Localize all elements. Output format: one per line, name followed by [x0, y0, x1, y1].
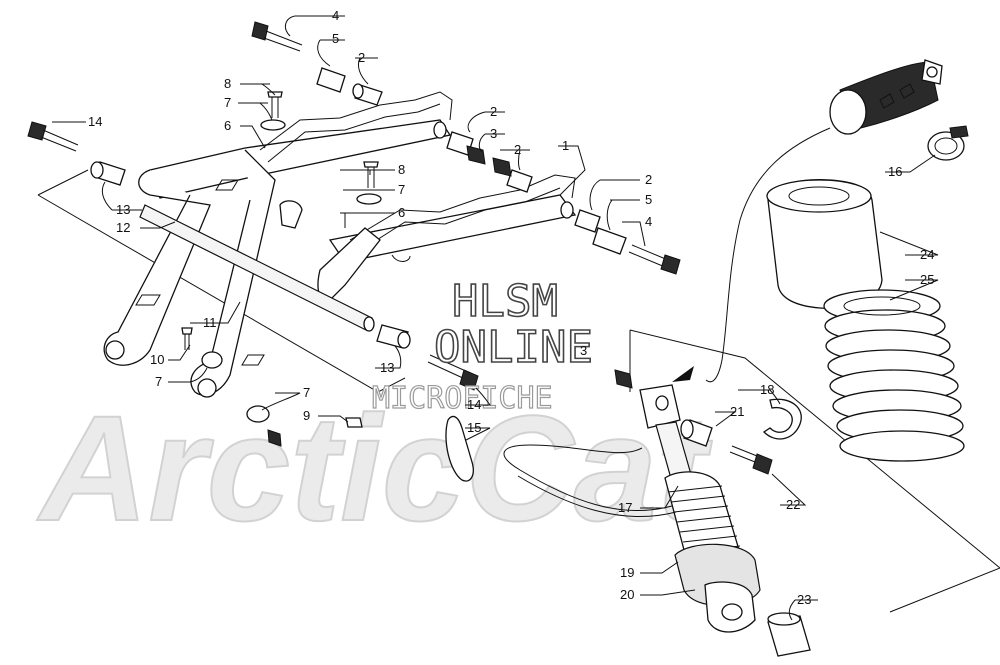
direction-arrow — [672, 366, 694, 382]
callout-1: 1 — [562, 138, 569, 153]
callout-8-lower: 8 — [398, 162, 405, 177]
callout-8-upper: 8 — [224, 76, 231, 91]
small-hardware — [445, 398, 802, 482]
callout-14-left: 14 — [88, 114, 102, 129]
bolt-4-top — [251, 21, 303, 52]
front-arm-assembly — [103, 91, 453, 398]
callout-6-lower: 6 — [398, 205, 405, 220]
callout-15: 15 — [467, 420, 481, 435]
callout-10: 10 — [150, 352, 164, 367]
bushing-23 — [767, 612, 811, 657]
callout-7-lower: 7 — [398, 182, 405, 197]
watermark-logo-text: ArcticCat — [36, 384, 713, 552]
callout-14-center: 14 — [467, 397, 481, 412]
watermark-subtitle: MICROFICHE — [372, 381, 553, 416]
callout-16: 16 — [888, 164, 902, 179]
callout-3-mid: 3 — [490, 126, 497, 141]
callout-2-top: 2 — [358, 50, 365, 65]
rear-arm-assembly — [279, 174, 577, 302]
spacers-and-bushings — [316, 67, 627, 255]
bolt-4-right — [628, 244, 681, 275]
bushings — [90, 161, 411, 349]
callout-20: 20 — [620, 587, 634, 602]
callout-7-bottom: 7 — [303, 385, 310, 400]
bolt-10 — [181, 327, 193, 350]
cross-shaft — [139, 204, 375, 332]
callout-2-mid: 2 — [490, 104, 497, 119]
callout-labels: 4 5 2 8 7 6 14 2 3 2 1 8 7 6 2 5 4 13 12… — [88, 8, 934, 607]
hose-clamp — [927, 125, 969, 161]
watermark-title-line2: ONLINE — [434, 322, 593, 373]
callout-6-upper: 6 — [224, 118, 231, 133]
callout-4-right: 4 — [645, 214, 652, 229]
callout-7-left: 7 — [155, 374, 162, 389]
callout-3-shock: 3 — [580, 343, 587, 358]
callout-9: 9 — [303, 408, 310, 423]
leader-lines — [52, 15, 939, 621]
callout-25: 25 — [920, 272, 934, 287]
bolt-8-upper — [267, 91, 283, 118]
callout-4-top: 4 — [332, 8, 339, 23]
bolt-8-lower — [363, 161, 379, 188]
watermark-title-line1: HLSM — [452, 276, 558, 327]
nuts-and-washers — [201, 119, 633, 447]
shock-absorber — [639, 384, 761, 633]
callout-24: 24 — [920, 247, 934, 262]
callout-17: 17 — [618, 500, 632, 515]
callout-5-top: 5 — [332, 31, 339, 46]
callout-2-low: 2 — [514, 142, 521, 157]
callout-21: 21 — [730, 404, 744, 419]
watermark-logo: ArcticCat — [35, 383, 714, 553]
spring-boot — [766, 179, 883, 309]
callout-13-left: 13 — [116, 202, 130, 217]
bolt-14-left — [27, 121, 79, 152]
callout-18: 18 — [760, 382, 774, 397]
callout-7-upper: 7 — [224, 95, 231, 110]
callout-12: 12 — [116, 220, 130, 235]
callout-23: 23 — [797, 592, 811, 607]
bolt-14-center — [427, 354, 479, 391]
watermark-title: HLSM ONLINE MICROFICHE — [371, 275, 593, 416]
callout-13-center: 13 — [380, 360, 394, 375]
callout-22: 22 — [786, 497, 800, 512]
reservoir-hose — [503, 127, 831, 518]
bolt-22-shock — [729, 445, 773, 475]
reservoir — [829, 59, 943, 135]
bolts — [27, 21, 773, 475]
coil-spring — [823, 289, 965, 462]
callout-5-right: 5 — [645, 192, 652, 207]
callout-11: 11 — [203, 315, 217, 330]
callout-2-right: 2 — [645, 172, 652, 187]
callout-19: 19 — [620, 565, 634, 580]
